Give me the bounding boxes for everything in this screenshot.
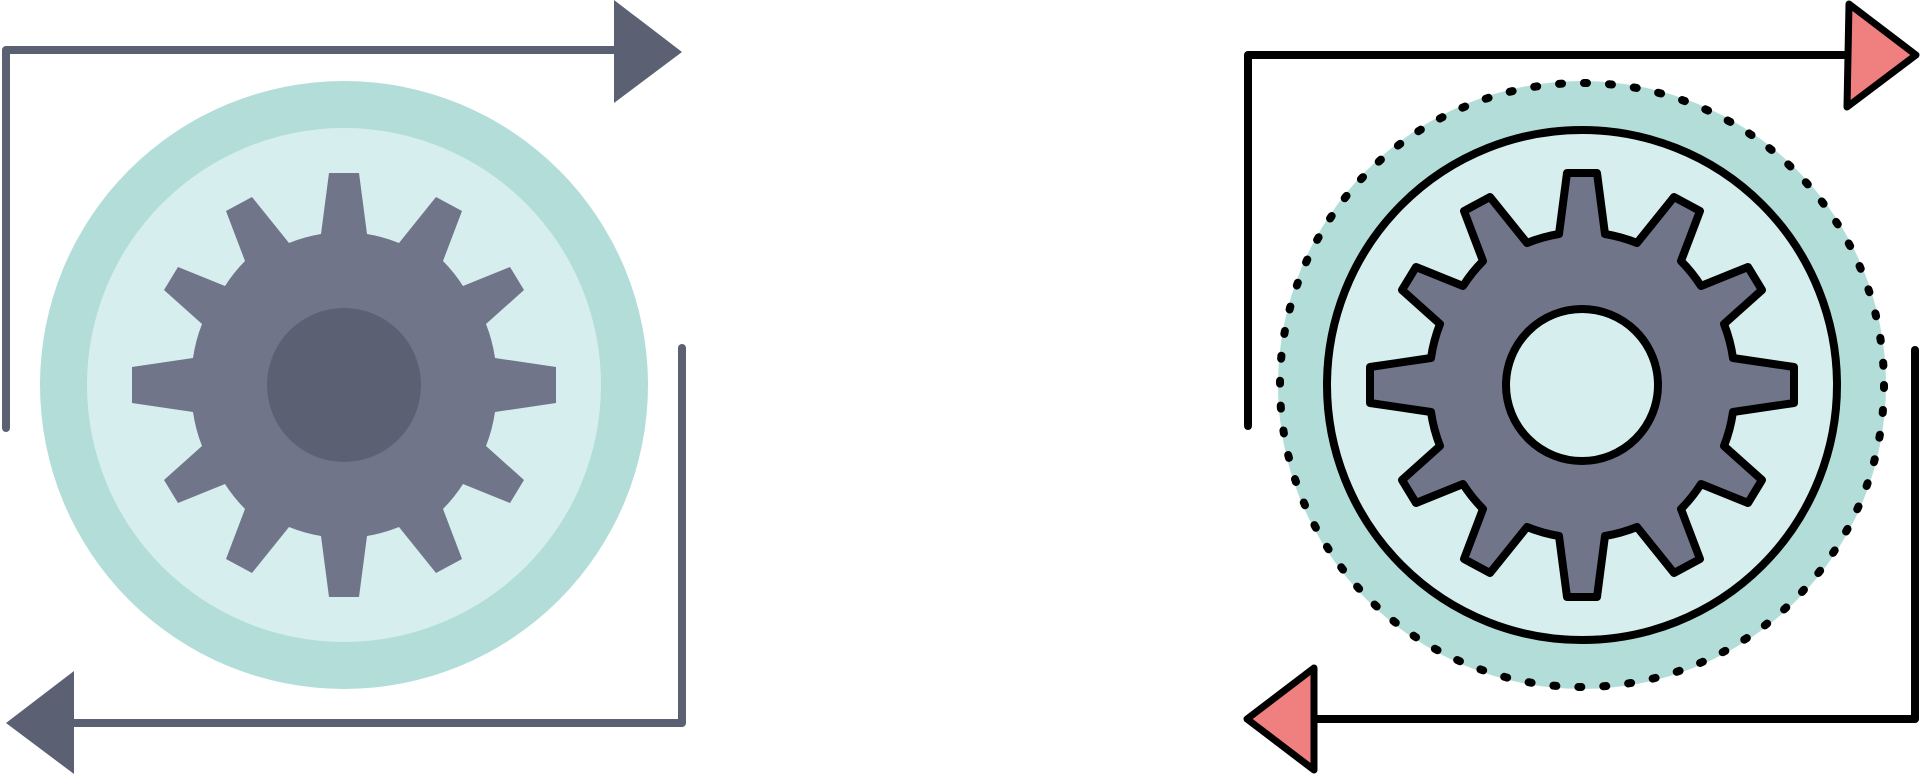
top-arrowhead: [1843, 0, 1920, 111]
top-right-arrow: [2, 0, 682, 432]
flat-process-cycle-icon: [2, 0, 686, 774]
gear-hub: [267, 308, 421, 462]
top-right-arrow: [1244, 0, 1920, 430]
gear-hub: [1502, 305, 1662, 465]
top-arrow-line: [2, 46, 620, 432]
top-arrowhead: [614, 0, 682, 103]
bottom-arrow-line: [1312, 346, 1919, 723]
filled-outline-process-cycle-icon: [1243, 0, 1920, 774]
top-arrow-line: [1244, 51, 1851, 430]
dotted-outer-outline: [1276, 79, 1888, 691]
bottom-left-arrow: [1243, 346, 1919, 774]
bottom-arrowhead: [6, 671, 74, 774]
bottom-arrowhead: [1243, 664, 1318, 774]
bottom-left-arrow: [6, 344, 686, 774]
bottom-arrow-line: [68, 344, 686, 727]
